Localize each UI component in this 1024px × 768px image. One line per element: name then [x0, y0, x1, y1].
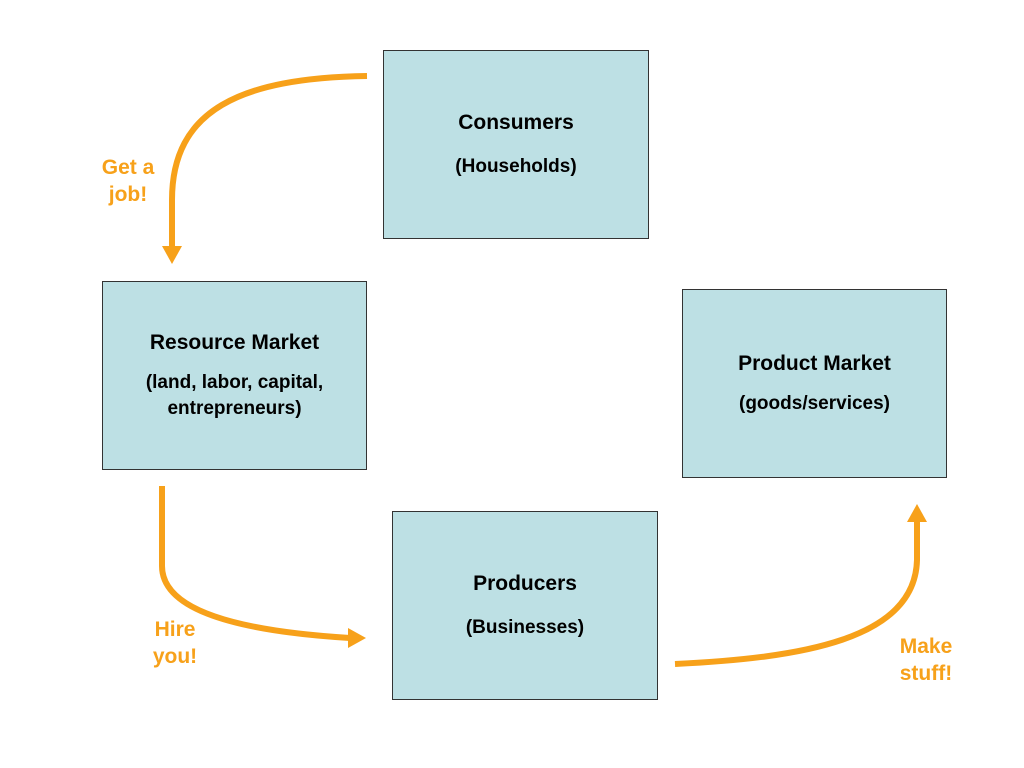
producers-box: Producers (Businesses) [392, 511, 658, 700]
producers-subtitle: (Businesses) [465, 616, 585, 638]
product-market-title: Product Market [738, 351, 891, 375]
arrow-consumers-to-resource [169, 73, 368, 248]
arrow-resource-to-producers [159, 486, 351, 641]
resource-market-title: Resource Market [149, 330, 320, 354]
consumers-box: Consumers (Households) [383, 50, 649, 239]
consumers-title: Consumers [458, 110, 574, 134]
consumers-subtitle: (Households) [455, 155, 577, 177]
product-market-box: Product Market (goods/services) [682, 289, 947, 478]
arrowhead-up [907, 504, 927, 522]
flow-label-make-stuff: Make stuff! [899, 635, 953, 685]
resource-market-subtitle: (land, labor, capital, entrepreneurs) [145, 371, 324, 419]
arrowhead-right [348, 628, 366, 648]
flow-label-get-job: Get a job! [101, 156, 155, 206]
arrow-producers-to-product [674, 520, 920, 667]
resource-market-box: Resource Market (land, labor, capital, e… [102, 281, 367, 470]
flow-label-hire-you: Hire you! [152, 618, 198, 668]
product-market-subtitle: (goods/services) [739, 392, 890, 414]
producers-title: Producers [473, 571, 577, 595]
arrowhead-down [162, 246, 182, 264]
